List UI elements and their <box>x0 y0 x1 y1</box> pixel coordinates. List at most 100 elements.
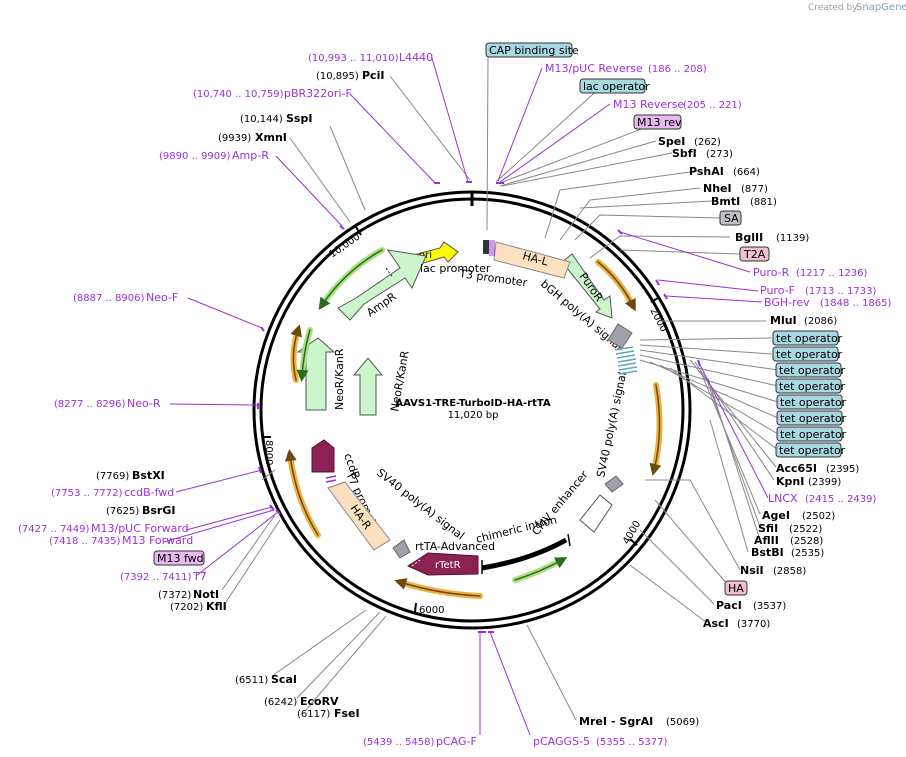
tet-operator-box-2[interactable] <box>772 346 839 362</box>
xmni-name[interactable]: XmnI <box>255 131 287 144</box>
scai-name[interactable]: ScaI <box>271 673 297 686</box>
asci-name[interactable]: AscI <box>703 617 729 630</box>
sgrai-name[interactable]: - SgrAI <box>611 715 653 728</box>
neor-name[interactable]: Neo-R <box>127 397 161 410</box>
boxed-feature-labels: CAP binding site lac operator M13 rev SA… <box>153 42 847 596</box>
ha-r-feature[interactable] <box>327 481 391 551</box>
mrei-name[interactable]: MreI <box>579 715 607 728</box>
noti-name[interactable]: NotI <box>193 588 219 601</box>
nsii-name[interactable]: NsiI <box>740 564 764 577</box>
t7-name[interactable]: T7 <box>192 570 207 583</box>
ampr-feature[interactable] <box>337 249 427 321</box>
spei-name[interactable]: SpeI <box>658 135 685 148</box>
tet-operator-box-7[interactable] <box>776 426 843 442</box>
sv40-polya-box-2[interactable] <box>604 475 624 493</box>
puror-feature[interactable] <box>561 253 613 319</box>
sv40-polya-box-1[interactable] <box>392 539 411 559</box>
pshai-name[interactable]: PshAI <box>689 165 724 178</box>
tet-operator-label-1: tet operator <box>776 332 843 345</box>
puror-primer-name[interactable]: Puro-R <box>753 266 790 279</box>
primer-labels: (10,993 .. 11,010) L4440 (10,740 .. 10,7… <box>18 51 892 748</box>
kpni-name[interactable]: KpnI <box>776 475 804 488</box>
pbr322ori-name[interactable]: pBR322ori-F <box>284 87 352 100</box>
cap-binding-box[interactable] <box>485 42 573 58</box>
pcaggs5-name[interactable]: pCAGGS-5 <box>533 735 590 748</box>
ecorv-name[interactable]: EcoRV <box>300 695 339 708</box>
noti-pos: (7372) <box>158 590 191 601</box>
purof-name[interactable]: Puro-F <box>760 284 795 297</box>
tick-label-4000: 4000 <box>621 519 643 547</box>
pcii-name[interactable]: PciI <box>362 69 384 82</box>
ccdbfwd-name[interactable]: ccdB-fwd <box>124 486 174 499</box>
plasmid-size: 11,020 bp <box>448 410 499 421</box>
mrei-sgrai-pos: (5069) <box>666 717 699 728</box>
ampr-primer-name[interactable]: Amp-R <box>232 149 269 162</box>
bglii-name[interactable]: BglII <box>735 231 763 244</box>
tet-operator-box-5[interactable] <box>776 394 843 410</box>
tet-operator-box-3[interactable] <box>775 362 842 378</box>
sfii-name[interactable]: SfiI <box>758 522 778 535</box>
neor-pos: (8277 .. 8296) <box>54 399 126 410</box>
m13fwd-name[interactable]: M13 Forward <box>122 534 193 547</box>
sspi-name[interactable]: SspI <box>286 112 312 125</box>
m13puc-fwd-pos: (7427 .. 7449) <box>18 524 90 535</box>
ecorv-pos: (6242) <box>264 697 297 708</box>
acc65i-pos: (2395) <box>826 464 859 475</box>
tet-operator-stripes <box>614 346 638 375</box>
kfli-name[interactable]: KflI <box>206 600 227 613</box>
bmti-pos: (881) <box>750 197 777 208</box>
bgh-polya-box[interactable] <box>607 323 633 349</box>
tet-operator-box-4[interactable] <box>775 378 842 394</box>
fsei-name[interactable]: FseI <box>334 707 360 720</box>
pcagf-pos: (5439 .. 5458) <box>363 737 435 748</box>
rtetr-dots <box>411 559 421 567</box>
puror-primer-pos: (1217 .. 1236) <box>796 268 868 279</box>
kpni-pos: (2399) <box>808 477 841 488</box>
tet-operator-box-6[interactable] <box>776 410 843 426</box>
neokan-feature-2[interactable] <box>352 357 384 416</box>
lac-promoter-stripes <box>489 240 495 256</box>
cmv-enhancer-feature[interactable] <box>579 494 613 533</box>
l4440-pos: (10,993 .. 11,010) <box>308 53 399 64</box>
lac-operator-box[interactable] <box>579 78 646 94</box>
neof-name[interactable]: Neo-F <box>146 291 178 304</box>
nhei-name[interactable]: NheI <box>703 182 732 195</box>
bghrev-name[interactable]: BGH-rev <box>764 296 810 309</box>
tet-operator-box-8[interactable] <box>775 442 842 458</box>
m13puc-rev-name[interactable]: M13/pUC Reverse <box>545 62 643 75</box>
bsrgi-name[interactable]: BsrGI <box>142 504 175 517</box>
sbfi-name[interactable]: SbfI <box>672 147 697 160</box>
t2a-box[interactable] <box>739 246 770 262</box>
lncx-name[interactable]: LNCX <box>768 492 798 505</box>
paci-name[interactable]: PacI <box>716 599 742 612</box>
primer-marks <box>257 181 701 633</box>
pcagf-name[interactable]: pCAG-F <box>436 735 477 748</box>
purof-pos: (1713 .. 1733) <box>805 286 877 297</box>
mlui-name[interactable]: MluI <box>770 314 797 327</box>
aflii-name[interactable]: AflII <box>754 534 779 547</box>
agei-name[interactable]: AgeI <box>762 509 790 522</box>
m13-rev-box[interactable] <box>633 114 682 130</box>
bmti-name[interactable]: BmtI <box>711 195 740 208</box>
m13puc-fwd-name[interactable]: M13/pUC Forward <box>91 522 189 535</box>
rtetr-feature[interactable] <box>406 552 479 576</box>
l4440-name[interactable]: L4440 <box>399 51 433 64</box>
rtta-advanced-label: rtTA-Advanced <box>415 540 495 553</box>
sa-box[interactable] <box>719 210 742 226</box>
bstxi-name[interactable]: BstXI <box>132 469 165 482</box>
m13rev-name[interactable]: M13 Reverse <box>613 98 684 111</box>
neof-pos: (8887 .. 8906) <box>73 293 145 304</box>
ha-box[interactable] <box>724 580 748 596</box>
bstxi-pos: (7769) <box>96 471 129 482</box>
fsei-pos: (6117) <box>297 709 330 720</box>
tet-operator-box-1[interactable] <box>772 330 839 346</box>
acc65i-name[interactable]: Acc65I <box>776 462 817 475</box>
ha-l-feature[interactable] <box>493 241 571 279</box>
ccdb-feature[interactable] <box>311 439 335 473</box>
chimeric-intron-feature[interactable] <box>481 537 568 571</box>
lac-promoter-box[interactable] <box>483 240 489 254</box>
m13-fwd-box[interactable] <box>153 550 205 566</box>
t2a-label: T2A <box>743 248 766 261</box>
pbr322ori-pos: (10,740 .. 10,759) <box>193 89 284 100</box>
bstbi-name[interactable]: BstBI <box>751 546 784 559</box>
